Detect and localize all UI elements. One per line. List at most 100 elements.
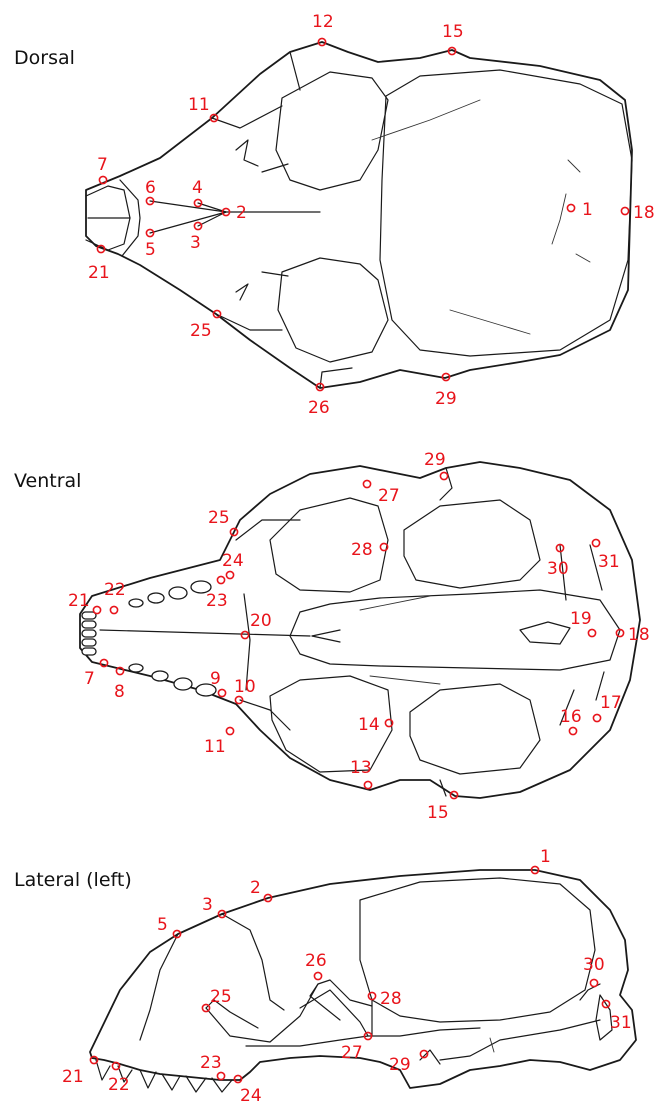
ventral-landmarks: 7 8 9 10 11 13 14 15 16 17 18 19 20 21 2… — [68, 450, 650, 823]
svg-text:31: 31 — [598, 552, 620, 572]
svg-text:19: 19 — [570, 609, 592, 629]
svg-text:5: 5 — [157, 915, 168, 935]
svg-text:8: 8 — [114, 682, 125, 702]
svg-text:30: 30 — [547, 559, 569, 579]
svg-text:20: 20 — [250, 611, 272, 631]
svg-text:13: 13 — [350, 758, 372, 778]
svg-text:7: 7 — [84, 669, 95, 689]
svg-text:24: 24 — [222, 551, 244, 571]
lateral-view: Lateral (left) — [14, 847, 636, 1103]
ventral-skull-drawing — [80, 462, 640, 798]
svg-text:9: 9 — [210, 669, 221, 689]
ventral-title: Ventral — [14, 470, 81, 492]
svg-text:21: 21 — [62, 1067, 84, 1087]
landmark-28: 28 — [351, 540, 388, 560]
svg-text:4: 4 — [192, 178, 203, 198]
landmark-13: 13 — [350, 758, 372, 789]
svg-text:3: 3 — [202, 895, 213, 915]
landmark-27: 27 — [341, 1032, 372, 1063]
landmark-18: 18 — [616, 625, 649, 645]
svg-text:27: 27 — [378, 486, 400, 506]
svg-text:15: 15 — [427, 803, 449, 823]
svg-text:1: 1 — [540, 847, 551, 867]
landmark-23: 23 — [200, 1053, 225, 1080]
ventral-view: Ventral — [14, 450, 650, 823]
svg-text:2: 2 — [250, 878, 261, 898]
landmark-15: 15 — [427, 791, 458, 823]
lateral-skull-drawing — [90, 870, 636, 1092]
landmark-22: 22 — [104, 580, 126, 614]
landmark-18: 18 — [621, 203, 654, 223]
lateral-title: Lateral (left) — [14, 869, 132, 891]
landmark-25: 25 — [208, 508, 238, 536]
landmark-26: 26 — [308, 383, 330, 418]
svg-text:29: 29 — [435, 389, 457, 409]
landmark-3: 3 — [190, 222, 202, 253]
landmark-27: 27 — [363, 480, 399, 506]
svg-text:28: 28 — [380, 989, 402, 1009]
dorsal-skull-drawing — [86, 42, 632, 388]
landmark-22: 22 — [108, 1062, 130, 1095]
dorsal-title: Dorsal — [14, 47, 75, 69]
svg-text:15: 15 — [442, 22, 464, 42]
svg-text:11: 11 — [188, 95, 210, 115]
svg-text:7: 7 — [97, 155, 108, 175]
svg-text:25: 25 — [210, 987, 232, 1007]
landmark-10: 10 — [234, 677, 256, 704]
landmark-5: 5 — [145, 229, 156, 260]
svg-text:12: 12 — [312, 12, 334, 32]
landmark-16: 16 — [560, 707, 582, 735]
landmark-7: 7 — [97, 155, 108, 184]
svg-text:1: 1 — [582, 200, 593, 220]
svg-text:2: 2 — [236, 203, 247, 223]
svg-text:17: 17 — [600, 693, 622, 713]
landmark-23: 23 — [206, 576, 228, 611]
svg-text:31: 31 — [610, 1013, 632, 1033]
lateral-landmarks: 1 2 3 5 21 22 23 24 25 26 27 28 29 30 31 — [62, 847, 632, 1103]
svg-text:26: 26 — [305, 951, 327, 971]
landmark-8: 8 — [114, 667, 125, 702]
svg-text:24: 24 — [240, 1086, 262, 1103]
svg-text:22: 22 — [108, 1075, 130, 1095]
svg-text:18: 18 — [633, 203, 655, 223]
svg-text:3: 3 — [190, 233, 201, 253]
landmark-29: 29 — [435, 373, 457, 409]
landmark-19: 19 — [570, 609, 596, 637]
svg-text:16: 16 — [560, 707, 582, 727]
landmark-26: 26 — [305, 951, 327, 980]
svg-text:18: 18 — [628, 625, 650, 645]
landmark-24: 24 — [222, 551, 244, 579]
svg-text:26: 26 — [308, 398, 330, 418]
svg-text:14: 14 — [358, 715, 380, 735]
svg-text:6: 6 — [145, 178, 156, 198]
landmark-29: 29 — [389, 1050, 428, 1075]
landmark-2: 2 — [222, 203, 246, 223]
svg-text:11: 11 — [204, 737, 226, 757]
svg-text:25: 25 — [190, 321, 212, 341]
landmark-30: 30 — [547, 544, 569, 579]
landmark-28: 28 — [368, 989, 401, 1009]
svg-text:25: 25 — [208, 508, 230, 528]
svg-text:22: 22 — [104, 580, 126, 600]
svg-text:23: 23 — [206, 591, 228, 611]
svg-text:10: 10 — [234, 677, 256, 697]
svg-text:21: 21 — [68, 591, 90, 611]
svg-text:23: 23 — [200, 1053, 222, 1073]
landmark-30: 30 — [583, 955, 605, 987]
svg-text:30: 30 — [583, 955, 605, 975]
landmark-14: 14 — [358, 715, 393, 735]
svg-text:29: 29 — [424, 450, 446, 470]
landmark-11: 11 — [204, 727, 234, 757]
landmark-4: 4 — [192, 178, 203, 207]
landmark-1: 1 — [567, 200, 592, 220]
svg-text:27: 27 — [341, 1043, 363, 1063]
svg-text:21: 21 — [88, 263, 110, 283]
svg-text:5: 5 — [145, 240, 156, 260]
landmark-17: 17 — [593, 693, 621, 722]
svg-text:29: 29 — [389, 1055, 411, 1075]
svg-text:28: 28 — [351, 540, 373, 560]
landmark-21: 21 — [88, 245, 110, 283]
dorsal-view: Dorsal — [14, 12, 655, 418]
landmark-21: 21 — [62, 1056, 98, 1087]
